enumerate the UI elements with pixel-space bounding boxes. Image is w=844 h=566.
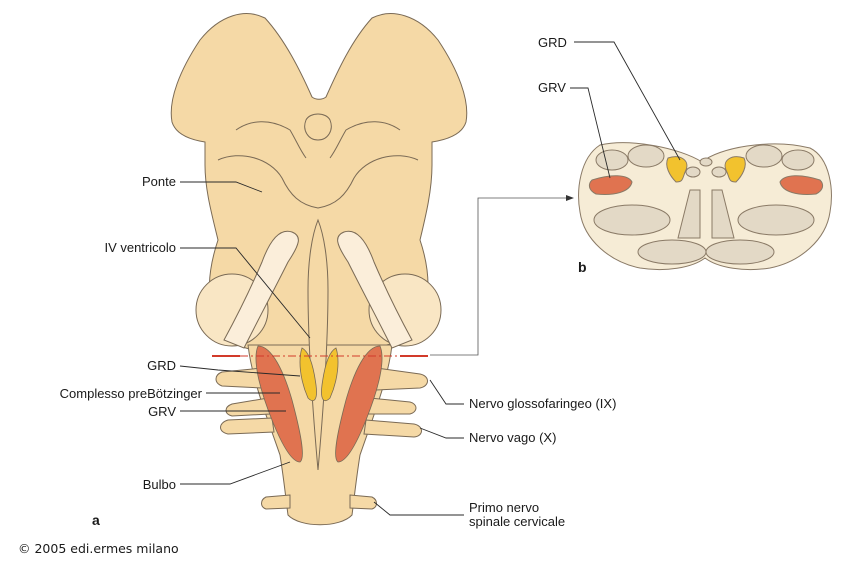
leader-nervo-glosso	[429, 379, 464, 405]
label-grv: GRV	[148, 404, 176, 419]
left-peduncle-strip	[223, 230, 299, 349]
leader-nervo-vago	[419, 427, 464, 439]
right-peduncle-strip	[337, 230, 413, 349]
nerve-ix-right	[375, 367, 428, 391]
panel-label-b: b	[578, 259, 587, 275]
section-region	[745, 144, 783, 168]
section-region	[685, 166, 701, 178]
label-primo-nervo-line2: spinale cervicale	[469, 514, 566, 529]
grv-right	[335, 345, 383, 463]
section-grd-left	[666, 156, 688, 183]
nerve-x-right-1	[367, 397, 417, 415]
nerve-ix-left	[215, 367, 263, 389]
section-region	[627, 144, 665, 168]
respiratory-groups-main	[255, 345, 383, 463]
nerve-c1-right	[349, 494, 377, 510]
label-complesso-prebotzinger: Complesso preBötzinger	[59, 386, 202, 401]
section-region	[595, 149, 629, 171]
fourth-ventricle	[307, 218, 329, 471]
section-region	[699, 157, 713, 167]
leader-bulbo	[180, 461, 291, 485]
section-region	[677, 189, 701, 239]
section-grd-right	[724, 156, 746, 183]
leader-lines	[179, 41, 681, 516]
grd-left	[299, 347, 317, 402]
label-grd: GRD	[147, 358, 176, 373]
label-inset-grd: GRD	[538, 35, 567, 50]
section-grv-right	[779, 175, 824, 195]
section-region	[593, 204, 671, 236]
leader-grd	[179, 365, 301, 377]
section-region	[711, 189, 735, 239]
copyright-notice: © 2005 edi.ermes milano	[18, 541, 179, 556]
brainstem-dorsal-view	[170, 13, 468, 526]
leader-primo-nervo	[373, 501, 464, 516]
section-outline	[578, 142, 832, 271]
nerve-c1-left	[261, 494, 291, 510]
label-bulbo: Bulbo	[142, 477, 176, 492]
section-region	[705, 239, 775, 265]
colliculi	[235, 113, 401, 159]
section-region	[781, 149, 815, 171]
leader-inset-grv	[570, 87, 611, 179]
section-region	[711, 166, 727, 178]
label-nervo-glossofaringeo: Nervo glossofaringeo (IX)	[469, 396, 617, 411]
nerve-x-left-1	[225, 397, 271, 417]
leader-ponte	[180, 181, 263, 193]
panel-label-a: a	[92, 512, 100, 528]
medulla-cross-section	[578, 142, 832, 271]
section-region	[637, 239, 707, 265]
label-primo-nervo-line1: Primo nervo	[469, 500, 540, 515]
nerve-x-left-2	[220, 417, 275, 435]
section-region	[737, 204, 815, 236]
label-iv-ventricolo: IV ventricolo	[104, 240, 176, 255]
leader-iv-ventricolo	[180, 247, 311, 339]
label-ponte: Ponte	[142, 174, 176, 189]
grd-right	[321, 347, 339, 402]
label-inset-grv: GRV	[538, 80, 566, 95]
nerve-x-right-2	[363, 419, 422, 438]
pons-contour	[217, 155, 419, 209]
leader-inset-grd	[574, 41, 681, 161]
section-grv-left	[588, 175, 633, 195]
label-nervo-vago: Nervo vago (X)	[469, 430, 557, 445]
section-cut-line	[212, 195, 574, 357]
